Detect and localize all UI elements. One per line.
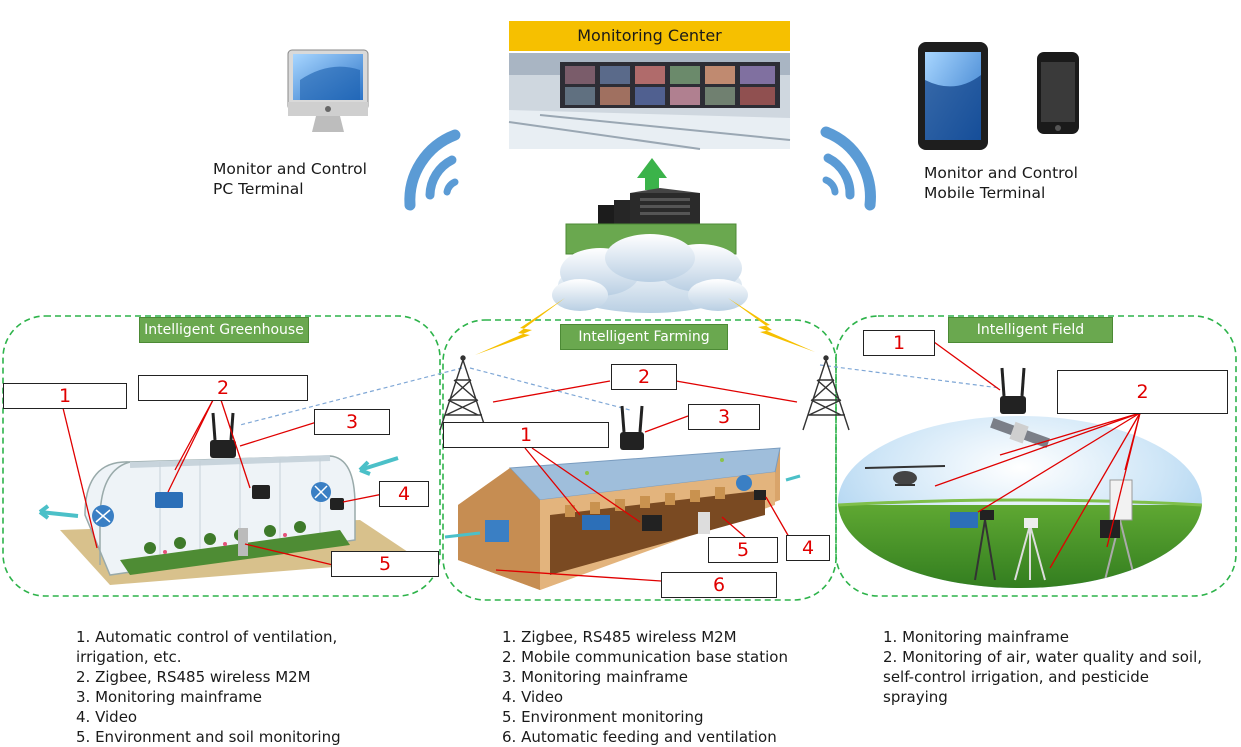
farming-marker-5: 5	[708, 537, 778, 563]
legend-item: 5. Environment and soil monitoring	[76, 728, 341, 746]
legend-item: 4. Video	[76, 708, 138, 726]
pc-monitor-icon	[287, 49, 369, 132]
legend-item: 2. Monitoring of air, water quality and …	[883, 648, 1203, 706]
farming-marker-1: 1	[443, 422, 609, 448]
up-arrow-icon	[637, 158, 667, 190]
phone-icon	[1037, 52, 1079, 134]
field-marker-1: 1	[863, 330, 935, 356]
farming-title: Intelligent Farming	[560, 324, 728, 350]
monitoring-center-photo	[508, 53, 791, 150]
legend-item: 2. Mobile communication base station	[502, 648, 788, 666]
greenhouse-title: Intelligent Greenhouse	[139, 317, 309, 343]
legend-item: 6. Automatic feeding and ventilation	[502, 728, 777, 746]
lightning-right-icon	[728, 298, 815, 352]
greenhouse-legend: 1. Automatic control of ventilation, irr…	[76, 627, 341, 747]
mobile-terminal-line1: Monitor and Control	[924, 164, 1078, 182]
field-marker-2: 2	[1057, 370, 1228, 414]
greenhouse-marker-5: 5	[331, 551, 439, 577]
greenhouse-marker-4: 4	[379, 481, 429, 507]
legend-item: 5. Environment monitoring	[502, 708, 704, 726]
legend-item: 4. Video	[502, 688, 564, 706]
wifi-right-icon	[820, 126, 876, 211]
legend-item: 1. Monitoring mainframe	[883, 628, 1070, 646]
field-illustration	[838, 416, 1202, 588]
greenhouse-marker-3: 3	[314, 409, 390, 435]
tower-right-icon	[802, 355, 850, 431]
router-farming-icon	[620, 405, 644, 450]
legend-item: 1. Zigbee, RS485 wireless M2M	[502, 628, 737, 646]
greenhouse-marker-1: 1	[3, 383, 127, 409]
farming-marker-6: 6	[661, 572, 777, 598]
farming-marker-2: 2	[611, 364, 677, 390]
field-outline	[835, 315, 1237, 597]
pointer-lines	[62, 341, 1141, 582]
tablet-icon	[918, 42, 988, 150]
farming-outline	[442, 319, 837, 601]
wifi-left-icon	[404, 129, 461, 211]
cloud-icon	[552, 234, 748, 313]
barn-illustration	[444, 447, 801, 590]
monitoring-center-title: Monitoring Center	[577, 26, 722, 45]
legend-item: 2. Zigbee, RS485 wireless M2M	[76, 668, 311, 686]
greenhouse-marker-2: 2	[138, 375, 308, 401]
monitoring-center-header	[509, 21, 790, 51]
legend-item: 3. Monitoring mainframe	[76, 688, 263, 706]
field-legend: 1. Monitoring mainframe 2. Monitoring of…	[883, 627, 1202, 707]
farming-legend: 1. Zigbee, RS485 wireless M2M 2. Mobile …	[502, 627, 788, 747]
legend-item: 1. Automatic control of ventilation, irr…	[76, 628, 338, 666]
greenhouse-illustration	[38, 455, 420, 585]
farming-marker-4: 4	[786, 535, 830, 561]
pc-terminal-caption: Monitor and Control PC Terminal	[213, 159, 367, 199]
server-rack-icon	[598, 188, 700, 229]
router-greenhouse-icon	[210, 412, 236, 458]
legend-item: 3. Monitoring mainframe	[502, 668, 689, 686]
router-field-icon	[1000, 367, 1026, 414]
pc-terminal-line2: PC Terminal	[213, 180, 304, 198]
lightning-left-icon	[475, 298, 565, 355]
tower-left-icon	[439, 355, 487, 431]
mobile-terminal-line2: Mobile Terminal	[924, 184, 1046, 202]
field-title: Intelligent Field	[948, 317, 1113, 343]
farming-marker-3: 3	[688, 404, 760, 430]
mobile-terminal-caption: Monitor and Control Mobile Terminal	[924, 163, 1078, 203]
pc-terminal-line1: Monitor and Control	[213, 160, 367, 178]
